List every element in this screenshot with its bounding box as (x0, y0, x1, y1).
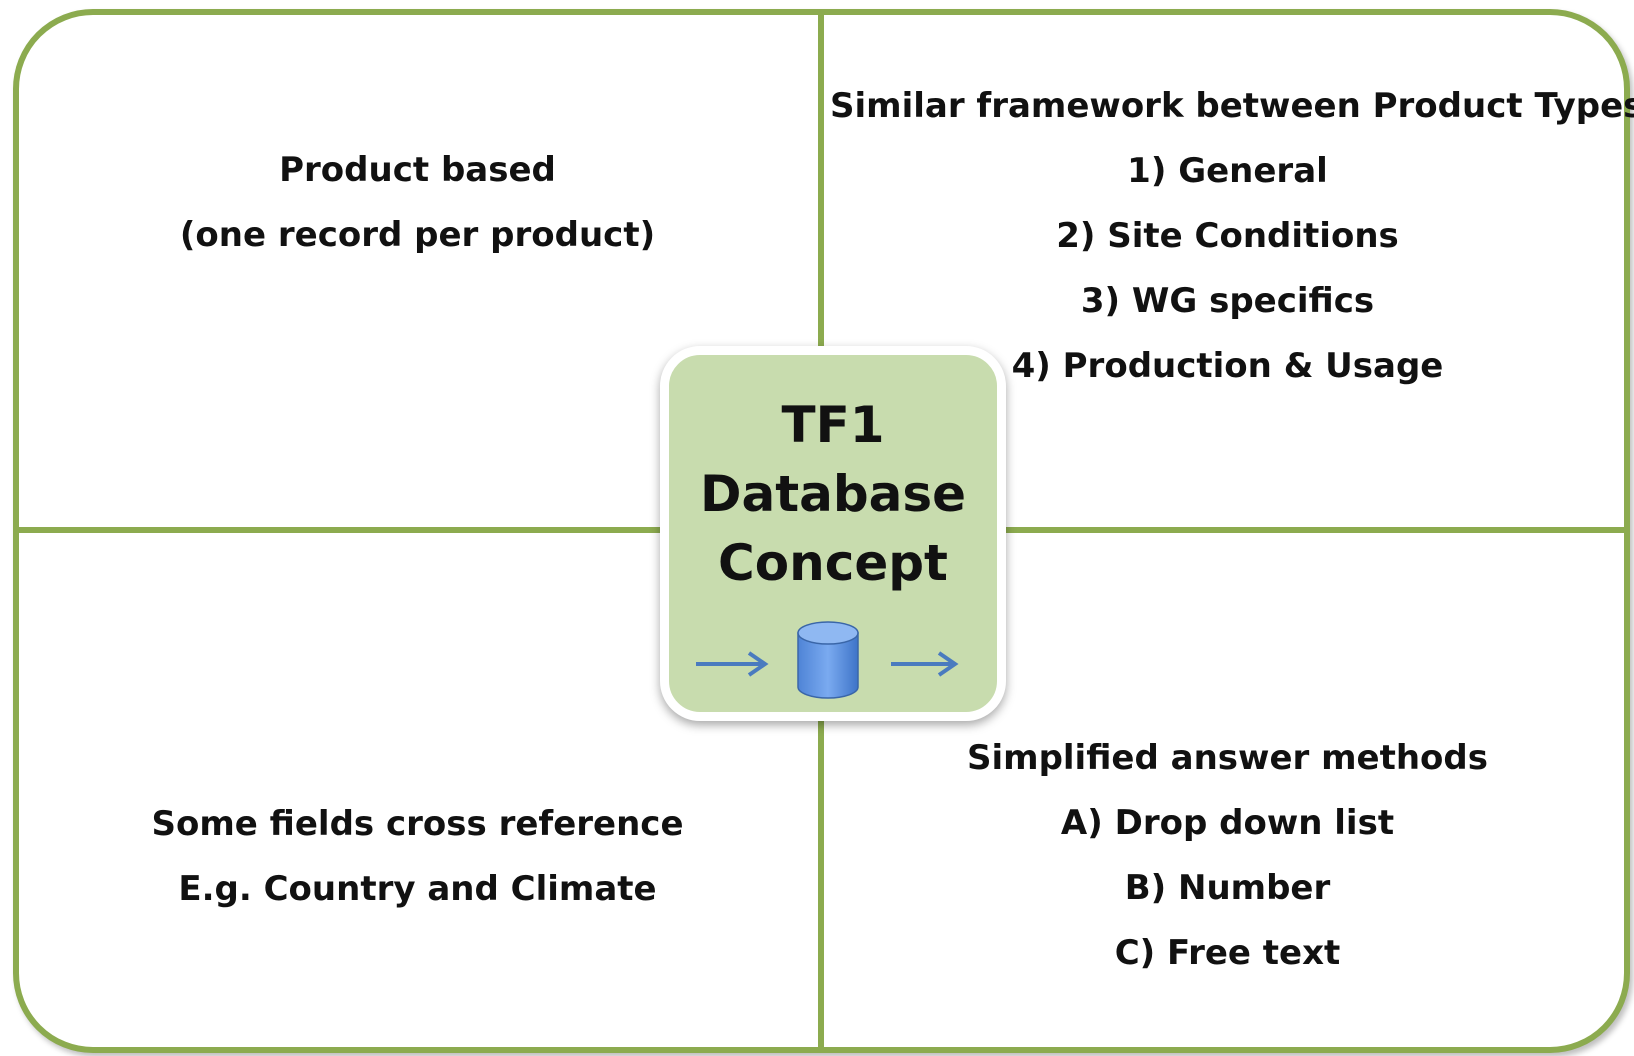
center-title-line: TF1 (781, 396, 885, 454)
quadrant-top-left: Product based (one record per product) (20, 138, 815, 268)
arrow-right-icon (696, 651, 769, 677)
list-item: B) Number (1124, 868, 1331, 908)
center-title: TF1 Database Concept (669, 391, 997, 598)
quadrant-text-line: Product based (279, 150, 556, 190)
database-cylinder-icon (797, 621, 859, 699)
quadrant-top-right: Similar framework between Product Types … (830, 74, 1634, 399)
quadrant-text-line: Some fields cross reference (151, 804, 684, 844)
quadrant-bottom-right: Simplified answer methods A) Drop down l… (830, 726, 1625, 986)
list-item: 3) WG specifics (1080, 281, 1375, 321)
quadrant-heading: Simplified answer methods (967, 738, 1488, 778)
quadrant-text-line: E.g. Country and Climate (178, 869, 657, 909)
list-item: 4) Production & Usage (1011, 346, 1444, 386)
quadrant-text-line: (one record per product) (179, 215, 656, 255)
center-concept-box: TF1 Database Concept (660, 346, 1006, 721)
quadrant-bottom-left: Some fields cross reference E.g. Country… (20, 792, 815, 922)
list-item: 2) Site Conditions (1056, 216, 1399, 256)
list-item: 1) General (1127, 151, 1328, 191)
center-title-line: Concept (718, 534, 948, 592)
center-icons (696, 621, 959, 699)
quadrant-heading: Similar framework between Product Types (830, 86, 1634, 126)
list-item: A) Drop down list (1060, 803, 1395, 843)
list-item: C) Free text (1114, 933, 1341, 973)
center-title-line: Database (699, 465, 967, 523)
arrow-right-icon (891, 651, 959, 677)
